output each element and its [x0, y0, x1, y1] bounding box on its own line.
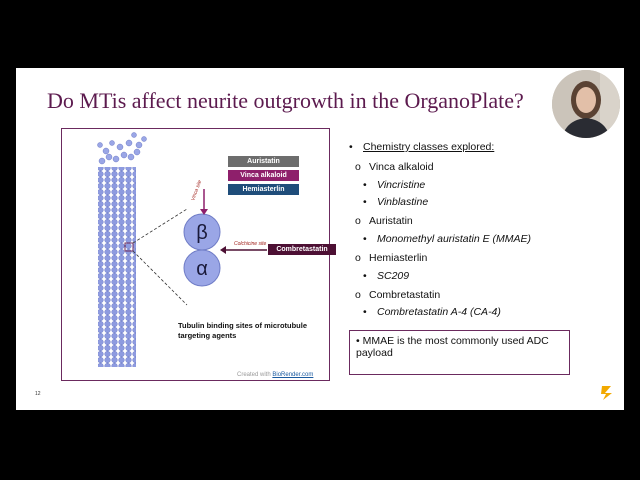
item-ca4: •Combretastatin A-4 (CA-4): [363, 306, 501, 318]
item-vincristine: •Vincristine: [363, 179, 426, 191]
auristatin-tag: Auristatin: [228, 156, 299, 167]
tubulin-highlight-box: [124, 242, 134, 252]
combretastatin-tag: Combretastatin: [268, 244, 336, 255]
item-mmae: •Monomethyl auristatin E (MMAE): [363, 233, 532, 245]
note-bullet: •: [356, 335, 360, 347]
company-logo-icon: [601, 386, 612, 400]
slide: Do MTis affect neurite outgrowth in the …: [16, 68, 624, 410]
presenter-webcam: [552, 70, 620, 138]
microtubule-column: [98, 167, 136, 367]
bullet-heading: •Chemistry classes explored:: [349, 141, 495, 153]
presenter-avatar-icon: [552, 70, 620, 138]
slide-title: Do MTis affect neurite outgrowth in the …: [47, 88, 524, 113]
page-number: 12: [35, 391, 41, 397]
alpha-tubulin-subunit: [183, 249, 221, 287]
credit-prefix: Created with: [237, 372, 271, 378]
note-text: MMAE is the most commonly used ADC paylo…: [356, 335, 549, 359]
figure-caption: Tubulin binding sites of microtubule tar…: [178, 321, 308, 340]
microtubule-diagram: β α Vinca site Colchicine site: [97, 132, 267, 367]
hemiasterlin-tag: Hemiasterlin: [228, 184, 299, 195]
item-vinblastine: •Vinblastine: [363, 196, 429, 208]
item-sc209: •SC209: [363, 270, 410, 282]
beta-label: β: [196, 222, 208, 244]
microtubule-frayed-end: [97, 132, 147, 165]
biorender-credit: Created with BioRender.com: [237, 372, 313, 378]
mmae-note-box: • MMAE is the most commonly used ADC pay…: [349, 330, 570, 375]
colchicine-site-label: Colchicine site: [234, 241, 266, 247]
biorender-link[interactable]: BioRender.com: [272, 372, 314, 378]
alpha-label: α: [196, 258, 208, 280]
vinca-alkaloid-tag: Vinca alkaloid: [228, 170, 299, 181]
tubulin-figure: β α Vinca site Colchicine site Auristati…: [61, 128, 336, 381]
vinca-site-label: Vinca site: [190, 179, 203, 202]
